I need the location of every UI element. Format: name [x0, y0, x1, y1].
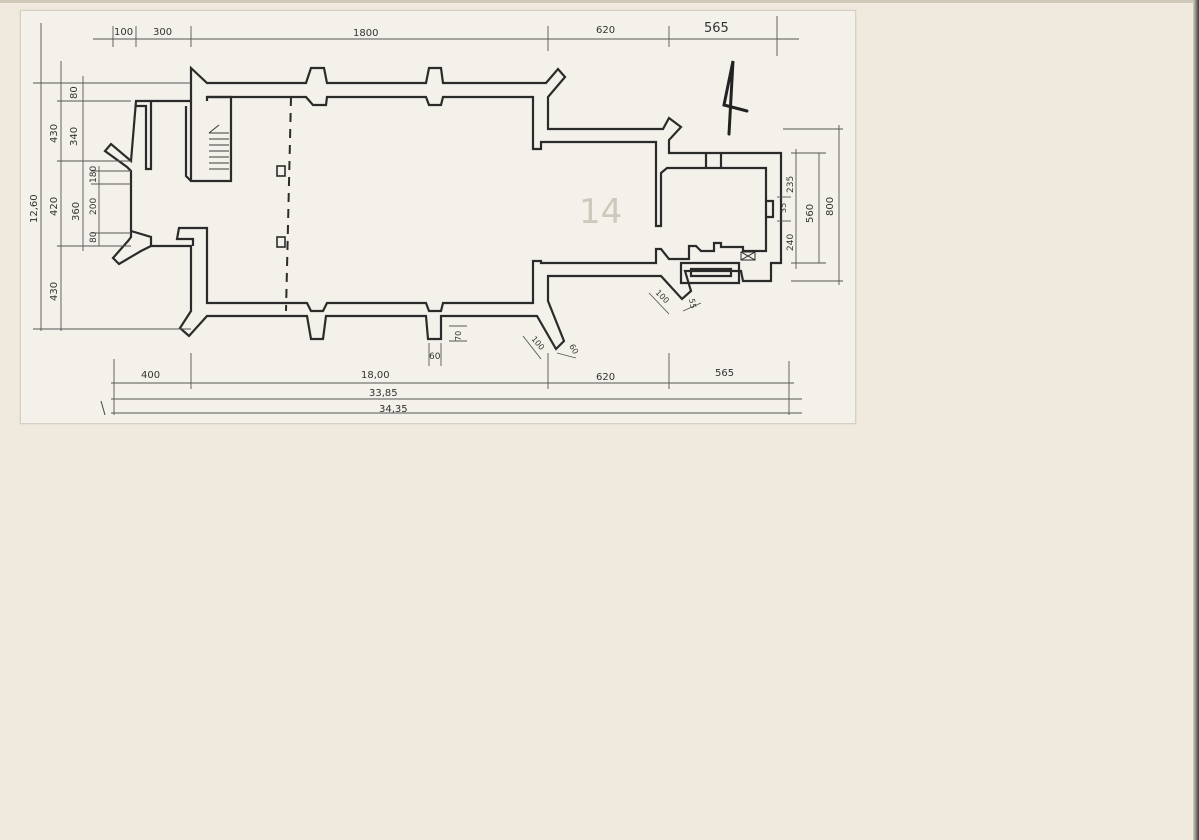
building-walls — [103, 65, 783, 351]
west-door-lower — [130, 229, 153, 246]
stair-icon — [208, 124, 229, 170]
dim-bottom-620: 620 — [596, 372, 615, 383]
dim-left-430b: 430 — [49, 282, 60, 301]
dim-detail-70: 70 — [454, 331, 463, 341]
dim-top-620: 620 — [596, 25, 615, 36]
floor-plan-drawing: 100 300 1800 620 565 400 18,00 620 565 3… — [29, 16, 843, 416]
sacristy-detail — [679, 261, 741, 285]
column-1 — [276, 165, 286, 177]
dim-detail-60: 60 — [429, 352, 441, 362]
vestibule-wall — [136, 101, 153, 171]
card-top-edge — [0, 0, 1199, 3]
dim-detail-60b: 60 — [567, 343, 580, 356]
reference-tick — [100, 400, 106, 416]
dim-left-180: 180 — [89, 166, 99, 183]
pencil-number: 14 — [579, 192, 622, 232]
dim-left-80b: 80 — [89, 231, 99, 243]
dim-right-240: 240 — [786, 234, 796, 251]
dim-top-1800: 1800 — [353, 28, 378, 39]
dim-left-340: 340 — [69, 127, 80, 146]
dim-bottom-400: 400 — [141, 370, 160, 381]
dim-top-300: 300 — [153, 27, 172, 38]
dim-left-420: 420 — [49, 197, 60, 216]
dim-detail-100b: 100 — [654, 288, 671, 305]
sacristy-detail-2 — [689, 267, 733, 278]
dim-total-3385: 33,85 — [369, 388, 398, 399]
dim-left-80: 80 — [69, 86, 80, 99]
dimension-lines — [33, 16, 843, 415]
stair-inner — [184, 106, 192, 182]
dim-left-1260: 12,60 — [29, 194, 40, 223]
dim-right-560: 560 — [805, 204, 816, 223]
dim-left-200: 200 — [89, 198, 99, 215]
dim-top-565: 565 — [704, 21, 729, 36]
card-right-edge — [1193, 0, 1199, 840]
stove-icon — [740, 251, 756, 261]
chancel-pier-top — [704, 153, 723, 168]
dim-right-235: 235 — [786, 176, 796, 193]
dim-right-35: 35 — [779, 203, 788, 213]
dim-top-100: 100 — [114, 27, 133, 38]
dim-left-360: 360 — [71, 202, 82, 221]
column-2 — [276, 236, 286, 248]
dim-left-430a: 430 — [49, 124, 60, 143]
dim-total-3435: 34,35 — [379, 404, 408, 415]
stair-wall — [189, 95, 233, 183]
dim-detail-100: 100 — [529, 335, 546, 352]
chancel-window — [766, 199, 775, 219]
dim-right-800: 800 — [825, 197, 836, 216]
floor-plan-photo: 100 300 1800 620 565 400 18,00 620 565 3… — [20, 10, 856, 424]
dim-detail-55: 55 — [687, 298, 698, 310]
north-arrow-icon — [722, 60, 749, 136]
dim-bottom-1800: 18,00 — [361, 370, 390, 381]
inner-wall-outline — [175, 95, 768, 313]
gallery-line — [285, 96, 292, 312]
dim-bottom-565: 565 — [715, 368, 734, 379]
outer-wall-outline — [103, 65, 783, 351]
